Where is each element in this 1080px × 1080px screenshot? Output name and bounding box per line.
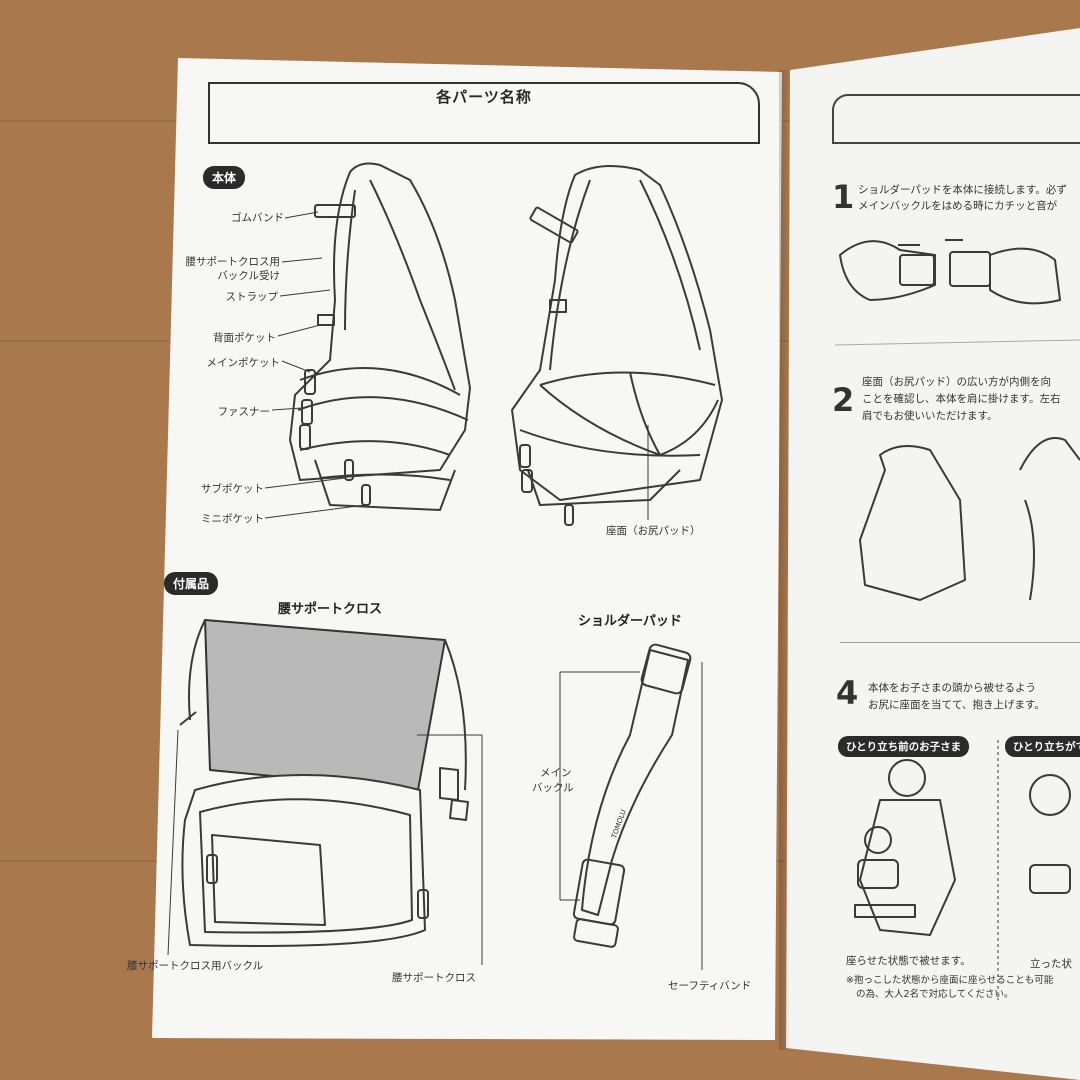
step-2-text-line3: 肩でもお使いいただけます。 — [862, 410, 998, 422]
label-back-pocket: 背面ポケット — [213, 332, 276, 344]
note-line1: ※抱っこした状態から座面に座らせることも可能 — [846, 975, 1054, 986]
label-strap: ストラップ — [225, 291, 279, 303]
label-main-buckle-line1: メイン — [540, 767, 572, 779]
label-sub-pocket: サブポケット — [201, 483, 264, 495]
label-waist-cloth: 腰サポートクロス — [392, 972, 476, 984]
label-main-pocket: メインポケット — [206, 357, 281, 369]
waist-cloth-title: 腰サポートクロス — [278, 602, 383, 617]
step-1-text-line2: メインバックルをはめる時にカチッと音が — [858, 200, 1058, 212]
caption-standing: 立った状 — [1030, 958, 1072, 970]
accessories-section-tag: 付属品 — [164, 572, 219, 595]
label-buckle-receiver-line1: 腰サポートクロス用 — [185, 256, 281, 268]
label-zipper: ファスナー — [217, 406, 271, 418]
carrier-back-view — [289, 162, 471, 511]
shoulder-wearing-illustration — [859, 437, 1080, 601]
page-gutter — [779, 70, 789, 1050]
label-safety-band: セーフティバンド — [668, 980, 752, 992]
waist-support-cloth-illustration — [167, 619, 483, 965]
label-leader-lines — [264, 211, 649, 520]
step-4-number: 4 — [836, 674, 859, 712]
body-section-tag: 本体 — [203, 166, 246, 189]
title-frame — [208, 82, 760, 144]
label-buckle-receiver-line2: バックル受け — [217, 270, 280, 282]
label-rubber-band: ゴムバンド — [230, 212, 284, 224]
label-waist-buckle: 腰サポートクロス用バックル — [127, 960, 264, 972]
label-main-buckle-line2: バックル — [532, 782, 574, 794]
child-carry-illustration — [854, 740, 1071, 1000]
tag-after-standing: ひとり立ちがで — [1005, 736, 1080, 757]
step-2-text-line2: ことを確認し、本体を肩に掛けます。左右 — [862, 393, 1061, 405]
caption-sitting: 座らせた状態で被せます。 — [846, 955, 971, 967]
step-4-text-line2: お尻に座面を当てて、抱き上げます。 — [868, 699, 1045, 711]
step-4-text-line1: 本体をお子さまの頭から被せるよう — [868, 682, 1036, 694]
step-2-number: 2 — [832, 381, 855, 419]
page-title: 各パーツ名称 — [436, 88, 532, 106]
buckle-connect-illustration — [834, 239, 1080, 346]
step-2-text-line1: 座面（お尻パッド）の広い方が内側を向 — [862, 376, 1051, 388]
note-line2: の為、大人2名で対応してください。 — [856, 989, 1014, 1000]
label-mini-pocket: ミニポケット — [201, 513, 264, 525]
shoulder-pad-title: ショルダーパッド — [578, 614, 682, 629]
step-separator — [840, 642, 1080, 643]
step-1-text-line1: ショルダーパッドを本体に接続します。必ず — [858, 184, 1067, 196]
shoulder-pad-illustration — [559, 643, 703, 970]
right-title-frame — [832, 94, 1080, 144]
carrier-front-view — [511, 165, 723, 526]
label-seat: 座面（お尻パッド） — [606, 525, 701, 537]
step-1-number: 1 — [832, 178, 855, 216]
tag-before-standing: ひとり立ち前のお子さま — [838, 736, 970, 757]
